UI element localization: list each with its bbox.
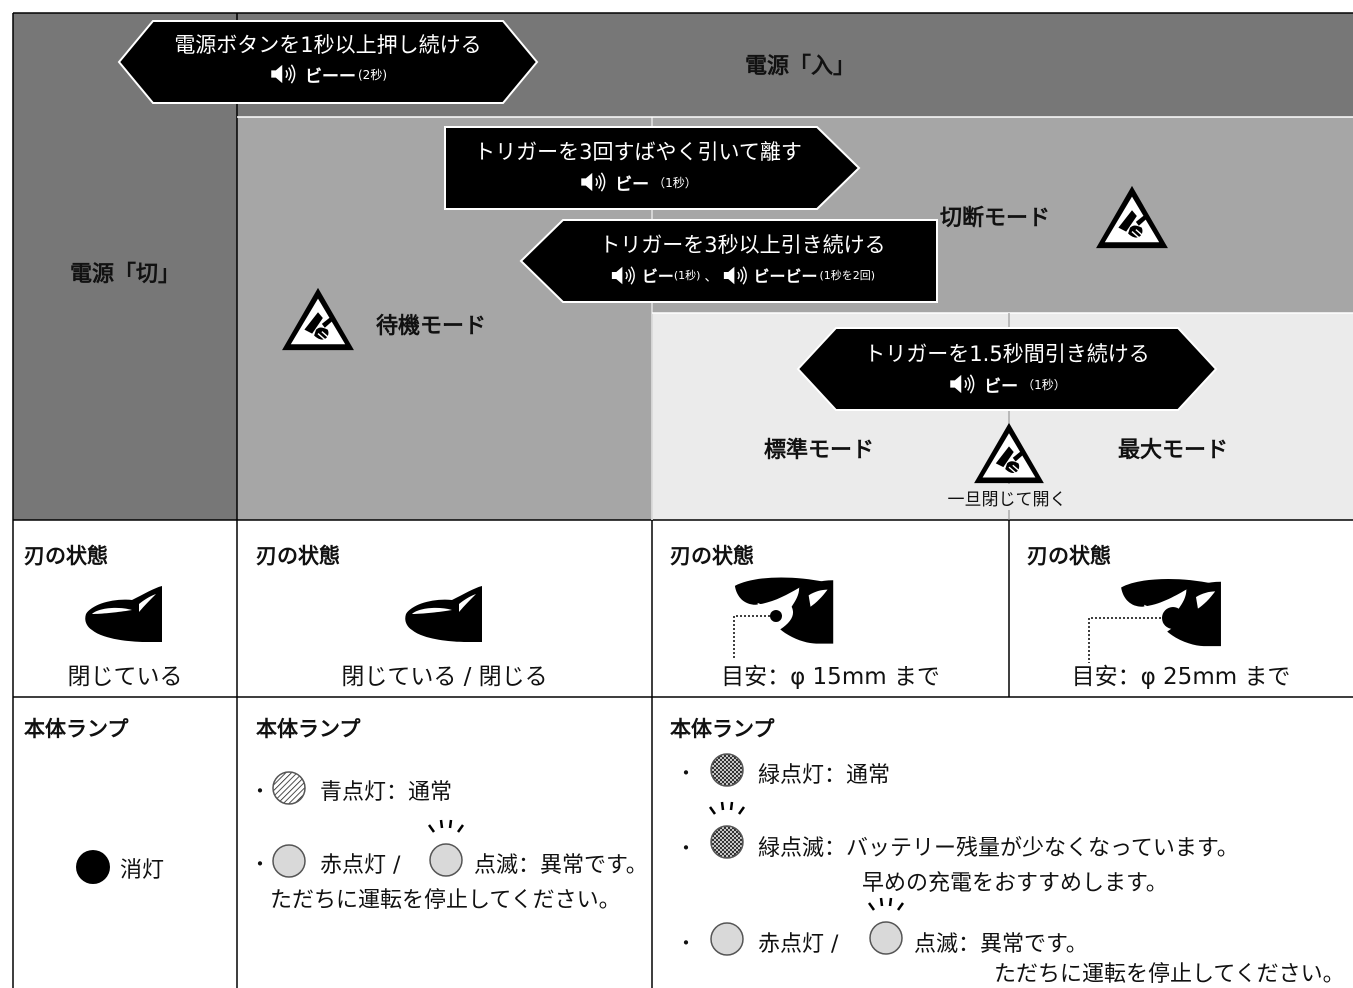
blade-state-text: 閉じている / 閉じる bbox=[341, 664, 548, 690]
arrow-trigger-3x-text: トリガーを3回すばやく引いて離す bbox=[474, 140, 802, 164]
lamp-green-on-icon bbox=[710, 753, 744, 787]
warning-cut-hazard-icon bbox=[1093, 183, 1171, 251]
lamp-red-blink-icon bbox=[427, 819, 465, 877]
beep-label: ビーー bbox=[305, 66, 356, 87]
lamp-green-blink-text: 緑点滅：バッテリー残量が少なくなっています。 bbox=[758, 836, 1239, 861]
lamp-heading: 本体ランプ bbox=[24, 717, 129, 741]
speaker-icon bbox=[722, 265, 752, 286]
arrow-trigger-3s-text: トリガーを3秒以上引き続ける bbox=[599, 233, 886, 257]
arrow-trigger-3s-beep: ビー (1秒) 、 ビービー (1秒を2回) bbox=[550, 261, 935, 289]
lamp-green-text: 緑点灯：通常 bbox=[758, 763, 891, 788]
lamp-stop-text: ただちに運転を停止してください。 bbox=[270, 888, 621, 913]
lamp-off-icon bbox=[76, 850, 110, 884]
diameter-guide-25 bbox=[1088, 607, 1184, 663]
speaker-icon bbox=[948, 373, 980, 395]
warning-cut-hazard-icon bbox=[279, 285, 357, 353]
speaker-icon bbox=[579, 171, 611, 193]
lamp-heading: 本体ランプ bbox=[256, 717, 361, 741]
lamp-off-text: 消灯 bbox=[120, 858, 165, 883]
reopen-note: 一旦閉じて開く bbox=[930, 484, 1084, 510]
bullet: ・ bbox=[676, 931, 696, 955]
lamp-red-on-icon bbox=[710, 922, 744, 956]
beep-duration: （1秒） bbox=[653, 175, 697, 190]
beep-duration: （1秒） bbox=[1022, 377, 1066, 392]
arrow-trigger-3x-beep: ビー （1秒） bbox=[443, 168, 833, 196]
lamp-green-blink-icon bbox=[708, 801, 746, 859]
beep-label: ビー bbox=[615, 174, 650, 195]
standby-label: 待機モード bbox=[376, 314, 487, 339]
blade-heading: 刃の状態 bbox=[670, 544, 754, 568]
arrow-power-button-beep: ビーー (2秒) bbox=[117, 60, 539, 88]
blade-state-text: 閉じている bbox=[67, 664, 183, 690]
beep-label: ビー bbox=[641, 267, 674, 286]
arrow-power-button bbox=[117, 20, 539, 104]
bullet: ・ bbox=[676, 836, 696, 860]
speaker-icon bbox=[610, 265, 640, 286]
lamp-heading: 本体ランプ bbox=[670, 717, 775, 741]
lamp-stop-text: ただちに運転を停止してください。 bbox=[994, 962, 1345, 987]
arrow-power-button-text: 電源ボタンを1秒以上押し続ける bbox=[174, 33, 482, 57]
bullet: ・ bbox=[250, 852, 270, 876]
arrow-trigger-1-5s-beep: ビー （1秒） bbox=[796, 370, 1218, 398]
beep-duration: (1秒を2回) bbox=[819, 269, 876, 282]
speaker-icon bbox=[269, 63, 301, 85]
blade-heading: 刃の状態 bbox=[256, 544, 340, 568]
power-off-label: 電源「切」 bbox=[69, 262, 180, 287]
beep-duration: (2秒) bbox=[358, 67, 387, 82]
blade-heading: 刃の状態 bbox=[24, 544, 108, 568]
arrow-trigger-3s bbox=[519, 219, 938, 303]
lamp-blue-text: 青点灯：通常 bbox=[320, 780, 453, 805]
lamp-red-blink-text: 点滅：異常です。 bbox=[474, 853, 648, 878]
lamp-red-text: 赤点灯 / bbox=[758, 932, 839, 957]
blade-closed-icon bbox=[404, 584, 484, 644]
lamp-blue-on-icon bbox=[272, 771, 306, 805]
arrow-trigger-3x bbox=[444, 126, 861, 210]
bullet: ・ bbox=[250, 779, 270, 803]
beep-label: ビービー bbox=[753, 267, 818, 286]
blade-closed-icon bbox=[84, 584, 164, 644]
lamp-red-on-icon bbox=[272, 844, 306, 878]
blade-state-text: 目安：φ 25mm まで bbox=[1071, 664, 1291, 690]
warning-cut-hazard-icon bbox=[970, 420, 1048, 486]
beep-duration: (1秒) bbox=[673, 269, 701, 282]
lamp-red-text: 赤点灯 / bbox=[320, 853, 401, 878]
lamp-red-blink-icon bbox=[867, 897, 905, 955]
separator: 、 bbox=[704, 269, 718, 285]
power-on-label: 電源「入」 bbox=[744, 54, 855, 79]
lamp-charge-text: 早めの充電をおすすめします。 bbox=[862, 871, 1168, 896]
arrow-trigger-1-5s bbox=[796, 327, 1218, 411]
blade-state-text: 目安：φ 15mm まで bbox=[721, 664, 940, 690]
cut-label: 切断モード bbox=[940, 206, 1051, 231]
max-label: 最大モード bbox=[1118, 438, 1229, 463]
diameter-guide-15 bbox=[733, 610, 782, 658]
standard-label: 標準モード bbox=[764, 438, 875, 463]
arrow-trigger-1-5s-text: トリガーを1.5秒間引き続ける bbox=[864, 342, 1150, 366]
bullet: ・ bbox=[676, 761, 696, 785]
beep-label: ビー bbox=[984, 376, 1019, 397]
lamp-red-blink-text: 点滅：異常です。 bbox=[914, 932, 1088, 957]
blade-heading: 刃の状態 bbox=[1027, 544, 1111, 568]
